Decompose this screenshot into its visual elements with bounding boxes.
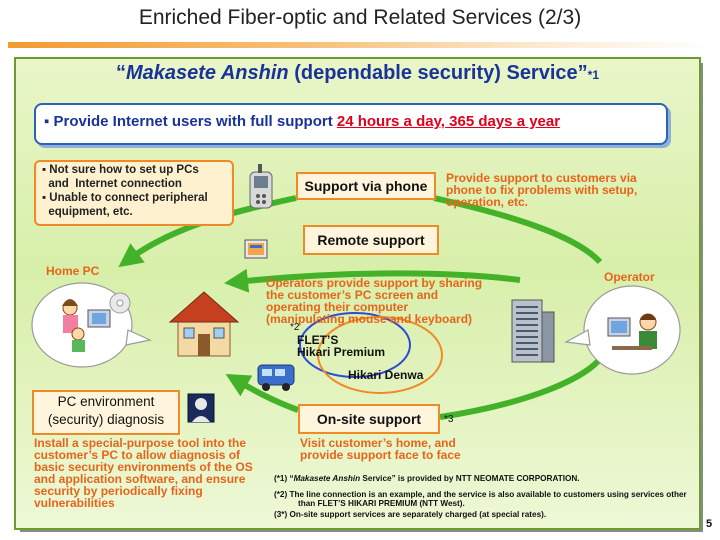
onsite-desc-2: provide support face to face — [300, 448, 461, 462]
home-pc-label: Home PC — [46, 264, 100, 278]
hikari-denwa-label: Hikari Denwa — [348, 368, 424, 382]
remote-desc-2: the customer’s PC screen and — [266, 288, 439, 302]
arrow-operator-to-onsite — [439, 350, 608, 420]
hikari-premium-label: Hikari Premium — [297, 345, 386, 359]
building-icon — [511, 299, 555, 363]
title-rule — [8, 42, 712, 48]
security-person-icon — [187, 393, 215, 423]
problem-line-3: ▪ Unable to connect peripheral — [42, 192, 208, 204]
onsite-support-box: On-site support — [298, 404, 440, 434]
banner-bullet: ▪ — [44, 113, 50, 130]
note-3: (3*) On-site support services are separa… — [274, 510, 547, 519]
note-2a: (*2) The line connection is an example, … — [274, 490, 687, 499]
banner-highlight: 24 hours a day, 365 days a year — [336, 113, 561, 130]
family-pc-icon — [62, 299, 111, 352]
pc-env-line-1: PC environment — [57, 394, 155, 409]
footnote-mark-2: *2 — [290, 322, 300, 333]
pc-env-line-2: (security) diagnosis — [47, 412, 165, 427]
van-icon — [257, 364, 295, 391]
pc-env-desc-3: basic security environments of the OS — [34, 460, 253, 474]
onsite-desc-1: Visit customer’s home, and — [300, 436, 456, 450]
note-2b: than FLET’S HIKARI PREMIUM (NTT West). — [298, 499, 465, 508]
phone-desc-3: operation, etc. — [446, 195, 529, 209]
operator-label: Operator — [604, 270, 655, 284]
operator-icon — [607, 313, 657, 350]
service-name-italic: Makasete Anshin — [125, 62, 289, 84]
pc-env-desc-1: Install a special-purpose tool into the — [34, 436, 247, 450]
remote-desc-3: operating their computer — [266, 300, 409, 314]
problems-box — [34, 160, 234, 226]
banner-box — [34, 103, 668, 145]
home-bubble — [31, 282, 152, 368]
pc-env-desc-5: security by periodically fixing — [34, 484, 203, 498]
footnote-mark-1: *1 — [587, 68, 599, 82]
arrow-operator-to-remote — [224, 268, 521, 293]
support-via-phone-box: Support via phone — [296, 172, 436, 200]
pc-env-desc-2: customer’s PC to allow diagnosis of — [34, 448, 241, 462]
slide-title: Enriched Fiber-optic and Related Service… — [138, 6, 582, 29]
arrow-phone-to-operator — [433, 195, 603, 265]
monitor-screen-icon — [244, 239, 268, 259]
service-title: “Makasete Anshin (dependable security) S… — [115, 62, 599, 84]
cd-icon — [109, 292, 131, 314]
operator-bubble — [564, 285, 681, 375]
problem-line-1: ▪ Not sure how to set up PCs — [42, 164, 199, 176]
problem-line-2: and Internet connection — [42, 178, 182, 190]
flets-label: FLET’S — [297, 333, 339, 347]
network-ellipses — [299, 312, 443, 394]
pc-env-desc-4: and application software, and ensure — [34, 472, 246, 486]
pc-env-desc-6: vulnerabilities — [34, 496, 115, 510]
remote-desc-4: (manipulating mouse and keyboard) — [266, 312, 473, 326]
note-1: (*1) “Makasete Anshin Service” is provid… — [274, 474, 580, 483]
arrow-onsite-to-home — [225, 374, 300, 413]
service-name-rest: (dependable security) Service” — [288, 62, 588, 84]
house-icon — [168, 291, 240, 357]
phone-desc-2: phone to fix problems with setup, — [446, 183, 638, 197]
page-number: 5 — [706, 518, 713, 530]
footnote-mark-3: *3 — [444, 414, 454, 425]
pc-environment-box: PC environment (security) diagnosis — [32, 390, 180, 435]
problem-line-4: equipment, etc. — [42, 206, 133, 218]
banner-text: ▪ Provide Internet users with full suppo… — [44, 113, 561, 130]
remote-desc-1: Operators provide support by sharing — [266, 276, 483, 290]
phone-desc-1: Provide support to customers via — [446, 171, 637, 185]
remote-support-box: Remote support — [303, 225, 439, 255]
phone-icon — [249, 164, 273, 209]
